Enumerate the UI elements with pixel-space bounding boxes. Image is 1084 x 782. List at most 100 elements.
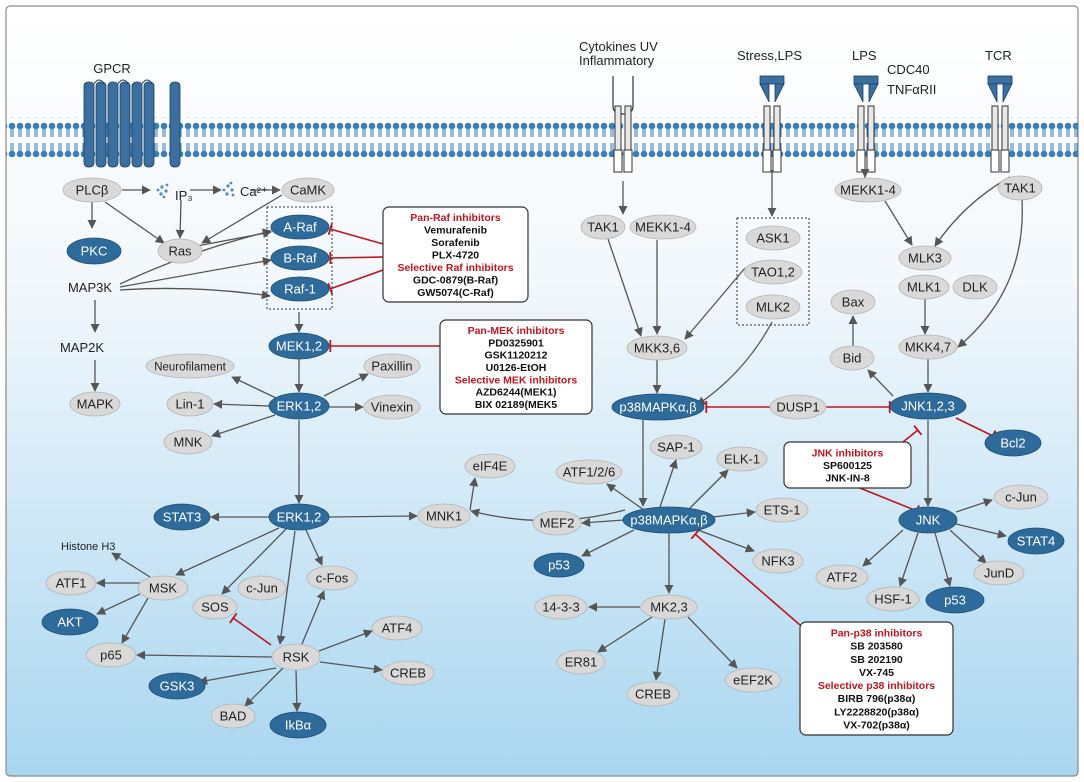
histone-h3-label: Histone H3 (61, 541, 115, 553)
node-sos: SOS (192, 594, 238, 620)
activation-edge (221, 528, 287, 595)
node-label: Bcl2 (1000, 436, 1025, 451)
node-ask1: ASK1 (745, 225, 801, 251)
node-mk23: MK2,3 (640, 594, 698, 620)
node-label: Paxillin (371, 359, 412, 374)
node-label: MEKK1-4 (840, 183, 896, 198)
cytokines-label-line2: Inflammatory (579, 53, 655, 68)
node-label: ER81 (565, 655, 598, 670)
inhibitor-name: Sorafenib (431, 237, 479, 249)
gpcr-helix (95, 81, 107, 168)
calcium-dots (222, 181, 235, 197)
gpcr-helix (131, 81, 143, 168)
node-mekk14-a: MEKK1-4 (629, 214, 697, 240)
node-cjun-erk: c-Jun (237, 575, 287, 601)
gpcr-label: GPCR (93, 61, 131, 76)
node-label: MEKK1-4 (635, 220, 691, 235)
inhibitor-name: PD0325901 (488, 337, 544, 349)
node-araf: A-Raf (270, 214, 330, 240)
inhibition-edge (327, 269, 384, 295)
node-label: Raf-1 (284, 282, 316, 297)
activation-edge (213, 399, 270, 409)
map2k-label: MAP2K (60, 340, 104, 355)
activation-edge (606, 483, 645, 511)
node-label: CREB (390, 666, 426, 681)
node-label: GSK3 (160, 679, 195, 694)
node-label: MLK3 (908, 251, 942, 266)
node-label: Vinexin (371, 400, 413, 415)
activation-edge (957, 199, 1023, 348)
node-label: CREB (635, 687, 671, 702)
node-ikba: IkBα (269, 711, 327, 739)
inhibitor-name: SB 202190 (850, 654, 903, 666)
node-label: MKK3,6 (634, 341, 680, 356)
node-atf4: ATF4 (371, 615, 423, 641)
node-msk: MSK (137, 575, 189, 601)
activation-edge (659, 459, 678, 508)
node-raf1: Raf-1 (270, 276, 330, 302)
node-label: AKT (57, 615, 82, 630)
node-p38bot: p38MAPKα,β (622, 506, 716, 534)
ip3-dots (156, 183, 169, 199)
node-label: p65 (100, 648, 122, 663)
inhibitor-name: Vemurafenib (424, 225, 487, 237)
node-hsf1: HSF-1 (866, 586, 920, 612)
node-label: MKK4,7 (905, 340, 951, 355)
gpcr-helix (83, 81, 95, 168)
node-label: Bax (842, 295, 865, 310)
node-mlk2: MLK2 (745, 294, 801, 320)
node-p65: p65 (85, 642, 137, 668)
activation-edge (175, 527, 280, 576)
node-mkk47: MKK4,7 (898, 334, 958, 360)
inhibitor-header: Selective p38 inhibitors (818, 680, 935, 692)
node-tak1-b: TAK1 (997, 175, 1043, 201)
node-tao12: TAO1,2 (743, 259, 803, 285)
node-cjun-jnk: c-Jun (993, 484, 1049, 510)
activation-edge (292, 669, 302, 712)
node-label: SAP-1 (657, 440, 695, 455)
activation-edge (96, 593, 141, 615)
node-label: c-Jun (1005, 490, 1037, 505)
node-label: MNK1 (426, 509, 462, 524)
activation-edge (119, 287, 271, 300)
node-label: p38MAPKα,β (619, 400, 696, 415)
node-label: 14-3-3 (542, 600, 580, 615)
lps-label: LPS (852, 48, 877, 63)
node-mnk1: MNK1 (417, 503, 471, 529)
activation-edge (305, 529, 323, 566)
node-vinexin: Vinexin (363, 394, 421, 420)
node-bid: Bid (829, 345, 875, 371)
activation-edge (684, 267, 746, 340)
inhibitor-name: SB 203580 (850, 641, 903, 653)
node-label: B-Raf (283, 251, 317, 266)
node-dlk: DLK (952, 274, 998, 300)
node-cfos: c-Fos (306, 565, 358, 591)
node-label: ATF4 (382, 621, 413, 636)
node-label: HSF-1 (874, 592, 912, 607)
activation-edge (955, 523, 1007, 539)
inhibitor-box-mek: Pan-MEK inhibitorsPD0325901GSK1120212U01… (439, 319, 593, 415)
inhibitor-name: LY2228820(p38α) (834, 706, 919, 718)
inhibitor-boxes: Pan-Raf inhibitorsVemurafenibSorafenibPL… (382, 206, 954, 736)
inhibitor-header: Selective MEK inhibitors (455, 374, 578, 386)
node-label: DLK (962, 280, 988, 295)
inhibitor-name: VX-702(p38α) (843, 719, 910, 731)
node-label: ETS-1 (764, 503, 801, 518)
gpcr-helix (169, 81, 181, 168)
activation-edge (121, 597, 149, 644)
tcr-receptor (987, 75, 1013, 173)
node-label: STAT4 (1017, 534, 1056, 549)
node-p38top: p38MAPKα,β (611, 393, 705, 421)
node-atf2: ATF2 (815, 564, 869, 590)
node-jnk123: JNK1,2,3 (889, 392, 967, 420)
ip3-label: IP₃ (175, 188, 193, 203)
inhibitor-name: GSK1120212 (484, 350, 547, 362)
gpcr-helix (107, 81, 119, 168)
activation-edge (318, 629, 373, 652)
activation-edge (201, 194, 283, 244)
inhibition-edge (690, 529, 801, 626)
node-mekk14-b: MEKK1-4 (834, 177, 902, 203)
